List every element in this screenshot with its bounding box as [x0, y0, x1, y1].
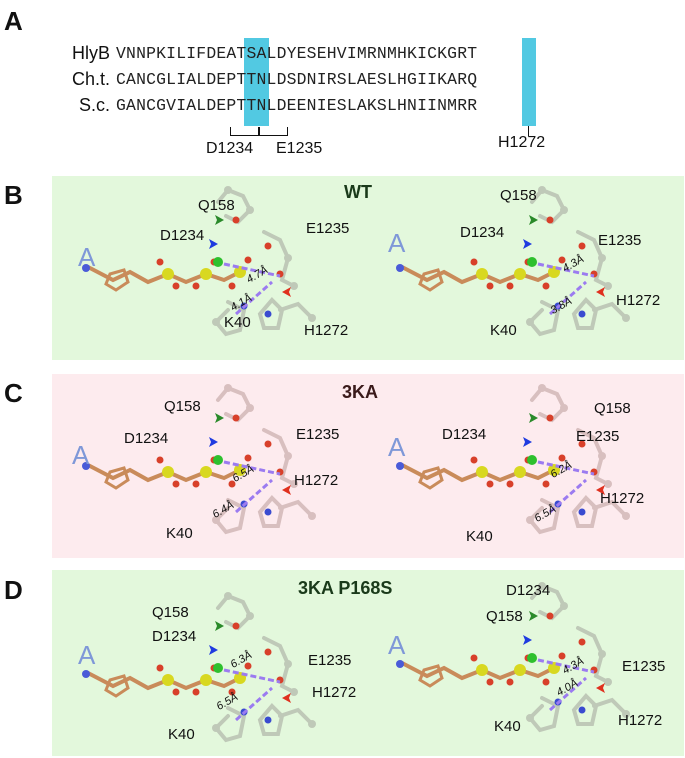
- molecule-scene-c-left: [82, 384, 316, 535]
- residue-label: H1272: [312, 684, 357, 701]
- atp-ligand: [82, 454, 252, 490]
- alignment-row-hlyb: HlyB VNNPKILIFDEATSALDYESEHVIMRNMHKICKGR…: [40, 42, 477, 64]
- adenine-label: A: [388, 432, 406, 462]
- panel-letter-d: D: [4, 575, 23, 605]
- residue-label: D1234: [442, 426, 487, 443]
- residue-label: E1235: [576, 428, 620, 445]
- residue-label: Q158: [164, 398, 201, 415]
- molecule-scene-d-left: [82, 592, 316, 743]
- residue-label: H1272: [304, 322, 349, 339]
- residue-label: Q158: [500, 187, 537, 204]
- alignment-row-cht: Ch.t. CANCGLIALDEPTTNLDSDNIRSLAESLHGIIKA…: [40, 68, 477, 90]
- protein-residues: [526, 582, 630, 733]
- residue-label: H1272: [294, 472, 339, 489]
- highlight-h: [522, 38, 536, 126]
- residue-label: K40: [224, 314, 251, 331]
- distance-lines: [223, 668, 281, 722]
- atp-ligand: [396, 652, 566, 688]
- residue-label: D1234: [152, 628, 197, 645]
- bracket-e1235: [258, 127, 288, 136]
- protein-residues: [212, 384, 316, 535]
- organism-label: Ch.t.: [71, 68, 110, 89]
- residue-label: Q158: [594, 400, 631, 417]
- residue-label: D1234: [460, 224, 505, 241]
- magnesium-ion: [527, 653, 537, 663]
- panel-title: 3KA: [342, 382, 379, 402]
- arrow-icon: [523, 413, 605, 495]
- residue-label: D1234: [124, 430, 169, 447]
- adenine-label: A: [388, 630, 406, 660]
- label-e1235: E1235: [276, 140, 323, 157]
- residue-label: K40: [166, 525, 193, 542]
- residue-label: D1234: [506, 582, 551, 599]
- adenine-label: A: [72, 440, 90, 470]
- panel-letter-a: A: [4, 6, 23, 36]
- arrow-icon: [523, 611, 605, 693]
- highlight-de: [244, 38, 269, 126]
- magnesium-ion: [213, 663, 223, 673]
- residue-label: H1272: [600, 490, 645, 507]
- sequence: VNNPKILIFDEATSALDYESEHVIMRNMHKICKGRT: [116, 43, 478, 63]
- sequence: GANCGVIALDEPTTNLDEENIESLAKSLHNIINMRR: [116, 95, 478, 115]
- residue-label: E1235: [296, 426, 340, 443]
- panel-letter-c: C: [4, 378, 23, 408]
- residue-label: E1235: [308, 652, 352, 669]
- arrow-icon: [209, 413, 291, 495]
- protein-residues: [212, 186, 316, 337]
- residue-label: E1235: [598, 232, 642, 249]
- residue-label: E1235: [622, 658, 666, 675]
- residue-label: K40: [494, 718, 521, 735]
- adenine-label: A: [78, 242, 96, 272]
- sequence: CANCGLIALDEPTTNLDSDNIRSLAESLHGIIKARQ: [116, 69, 478, 89]
- residue-label: K40: [466, 528, 493, 545]
- magnesium-ion: [213, 257, 223, 267]
- arrow-icon: [209, 215, 291, 297]
- molecule-scene-b-left: [82, 186, 316, 337]
- residue-label: E1235: [306, 220, 350, 237]
- panel-letter-b: B: [4, 180, 23, 210]
- atp-ligand: [82, 662, 252, 698]
- residue-label: K40: [168, 726, 195, 743]
- protein-residues: [526, 186, 630, 337]
- bracket-d1234: [230, 127, 260, 136]
- adenine-label: A: [388, 228, 406, 258]
- panel-title: WT: [344, 182, 372, 202]
- molecule-scene-b-right: [396, 186, 630, 337]
- label-d1234: D1234: [206, 140, 254, 157]
- magnesium-ion: [213, 455, 223, 465]
- distance-lines: [537, 262, 595, 316]
- residue-label: Q158: [486, 608, 523, 625]
- arrow-icon: [209, 621, 291, 703]
- alignment-row-sc: S.c. GANCGVIALDEPTTNLDEENIESLAKSLHNIINMR…: [40, 94, 477, 116]
- atp-ligand: [396, 454, 566, 490]
- distance-lines: [223, 262, 281, 316]
- molecule-scene-d-right: [396, 582, 630, 733]
- residue-label: Q158: [152, 604, 189, 621]
- magnesium-ion: [527, 455, 537, 465]
- residue-label: Q158: [198, 197, 235, 214]
- tick-h1272: [528, 126, 529, 136]
- adenine-label: A: [78, 640, 96, 670]
- panel-title: 3KA P168S: [298, 578, 393, 598]
- atp-ligand: [396, 256, 566, 292]
- organism-label: HlyB: [71, 42, 110, 63]
- protein-residues: [526, 384, 630, 535]
- protein-residues: [212, 592, 316, 743]
- atp-ligand: [82, 256, 252, 292]
- residue-label: D1234: [160, 227, 205, 244]
- residue-label: H1272: [616, 292, 661, 309]
- organism-label: S.c.: [78, 94, 110, 115]
- distance-lines: [537, 658, 595, 712]
- magnesium-ion: [527, 257, 537, 267]
- molecule-scene-c-right: [396, 384, 630, 535]
- distance-lines: [537, 460, 595, 514]
- residue-label: K40: [490, 322, 517, 339]
- arrow-icon: [523, 215, 605, 297]
- distance-lines: [223, 460, 281, 514]
- label-h1272: H1272: [498, 134, 546, 151]
- residue-label: H1272: [618, 712, 663, 729]
